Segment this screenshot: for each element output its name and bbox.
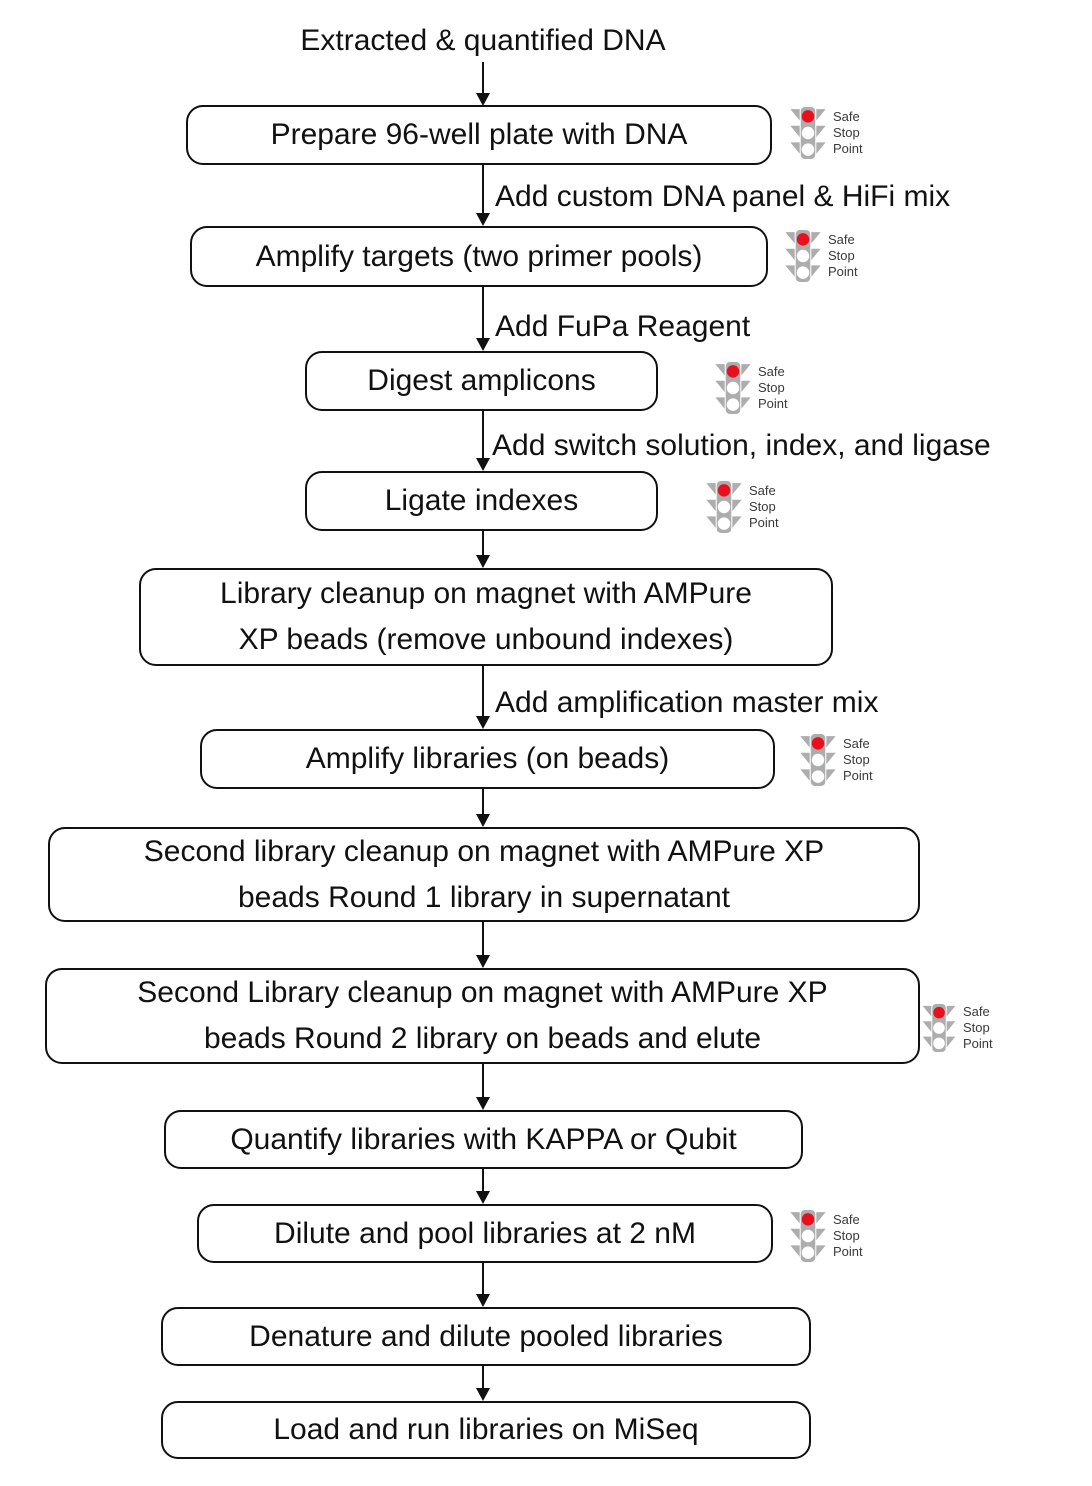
step-label: Quantify libraries with KAPPA or Qubit <box>230 1122 737 1156</box>
step-box-library-cleanup: Library cleanup on magnet with AMPure XP… <box>139 568 833 666</box>
traffic-light-icon <box>785 230 821 282</box>
step-box-dilute-pool: Dilute and pool libraries at 2 nM <box>197 1204 773 1263</box>
step-box-load-run-miseq: Load and run libraries on MiSeq <box>161 1401 811 1459</box>
step-label: Second Library cleanup on magnet with AM… <box>137 976 828 1055</box>
safe-stop-point-badge: Safe Stop Point <box>788 106 863 160</box>
safe-stop-point-badge: Safe Stop Point <box>783 229 858 283</box>
edge-label-add-master-mix: Add amplification master mix <box>495 686 879 719</box>
step-label: Load and run libraries on MiSeq <box>273 1413 699 1446</box>
step-box-second-cleanup-round1: Second library cleanup on magnet with AM… <box>48 827 920 922</box>
step-label: Library cleanup on magnet with AMPure XP… <box>220 577 752 656</box>
flow-arrow <box>475 531 491 568</box>
flow-arrow <box>475 1169 491 1204</box>
step-box-digest-amplicons: Digest amplicons <box>305 351 658 411</box>
safe-stop-label: Safe Stop Point <box>843 736 873 783</box>
flow-arrow <box>475 287 491 351</box>
step-box-amplify-targets: Amplify targets (two primer pools) <box>190 226 768 287</box>
safe-stop-label: Safe Stop Point <box>758 364 788 411</box>
step-label: Amplify targets (two primer pools) <box>255 239 703 273</box>
step-label: Second library cleanup on magnet with AM… <box>143 834 825 914</box>
safe-stop-point-badge: Safe Stop Point <box>704 480 779 534</box>
traffic-light-icon <box>922 1003 956 1053</box>
step-label: Ligate indexes <box>384 484 579 517</box>
safe-stop-label: Safe Stop Point <box>828 232 858 279</box>
flow-arrow <box>475 165 491 226</box>
safe-stop-label: Safe Stop Point <box>833 1212 863 1259</box>
safe-stop-point-badge: Safe Stop Point <box>798 733 873 787</box>
flow-arrow <box>475 1366 491 1401</box>
traffic-light-icon <box>800 734 836 786</box>
safe-stop-label: Safe Stop Point <box>833 109 863 156</box>
step-box-quantify-libraries: Quantify libraries with KAPPA or Qubit <box>164 1110 803 1169</box>
flow-arrow <box>475 1064 491 1110</box>
edge-label-add-panel: Add custom DNA panel & HiFi mix <box>495 180 951 213</box>
step-box-second-cleanup-round2: Second Library cleanup on magnet with AM… <box>45 968 920 1064</box>
flow-title: Extracted & quantified DNA <box>300 24 666 57</box>
safe-stop-label: Safe Stop Point <box>749 483 779 530</box>
safe-stop-point-badge: Safe Stop Point <box>713 361 788 415</box>
step-label: Prepare 96-well plate with DNA <box>270 118 688 151</box>
edge-label-add-switch-solution: Add switch solution, index, and ligase <box>492 429 991 462</box>
step-label: Amplify libraries (on beads) <box>305 742 670 775</box>
traffic-light-icon <box>790 107 826 159</box>
edge-label-add-fupa: Add FuPa Reagent <box>495 310 751 343</box>
step-box-prepare-plate: Prepare 96-well plate with DNA <box>186 105 772 165</box>
flow-arrow <box>475 666 491 729</box>
step-box-amplify-libraries: Amplify libraries (on beads) <box>200 729 775 789</box>
safe-stop-point-badge: Safe Stop Point <box>788 1209 863 1263</box>
traffic-light-icon <box>715 362 751 414</box>
flow-arrow <box>475 411 491 471</box>
step-label: Digest amplicons <box>367 364 596 397</box>
safe-stop-label: Safe Stop Point <box>963 1004 993 1051</box>
flow-arrow <box>475 922 491 968</box>
step-label: Denature and dilute pooled libraries <box>249 1319 723 1353</box>
safe-stop-point-badge: Safe Stop Point <box>920 1003 993 1053</box>
flow-arrow <box>475 789 491 827</box>
step-box-ligate-indexes: Ligate indexes <box>305 471 658 531</box>
step-box-denature-dilute: Denature and dilute pooled libraries <box>161 1307 811 1366</box>
traffic-light-icon <box>790 1210 826 1262</box>
flow-arrow <box>475 1263 491 1307</box>
flow-arrow <box>475 62 491 106</box>
traffic-light-icon <box>706 481 742 533</box>
step-label: Dilute and pool libraries at 2 nM <box>274 1216 696 1250</box>
